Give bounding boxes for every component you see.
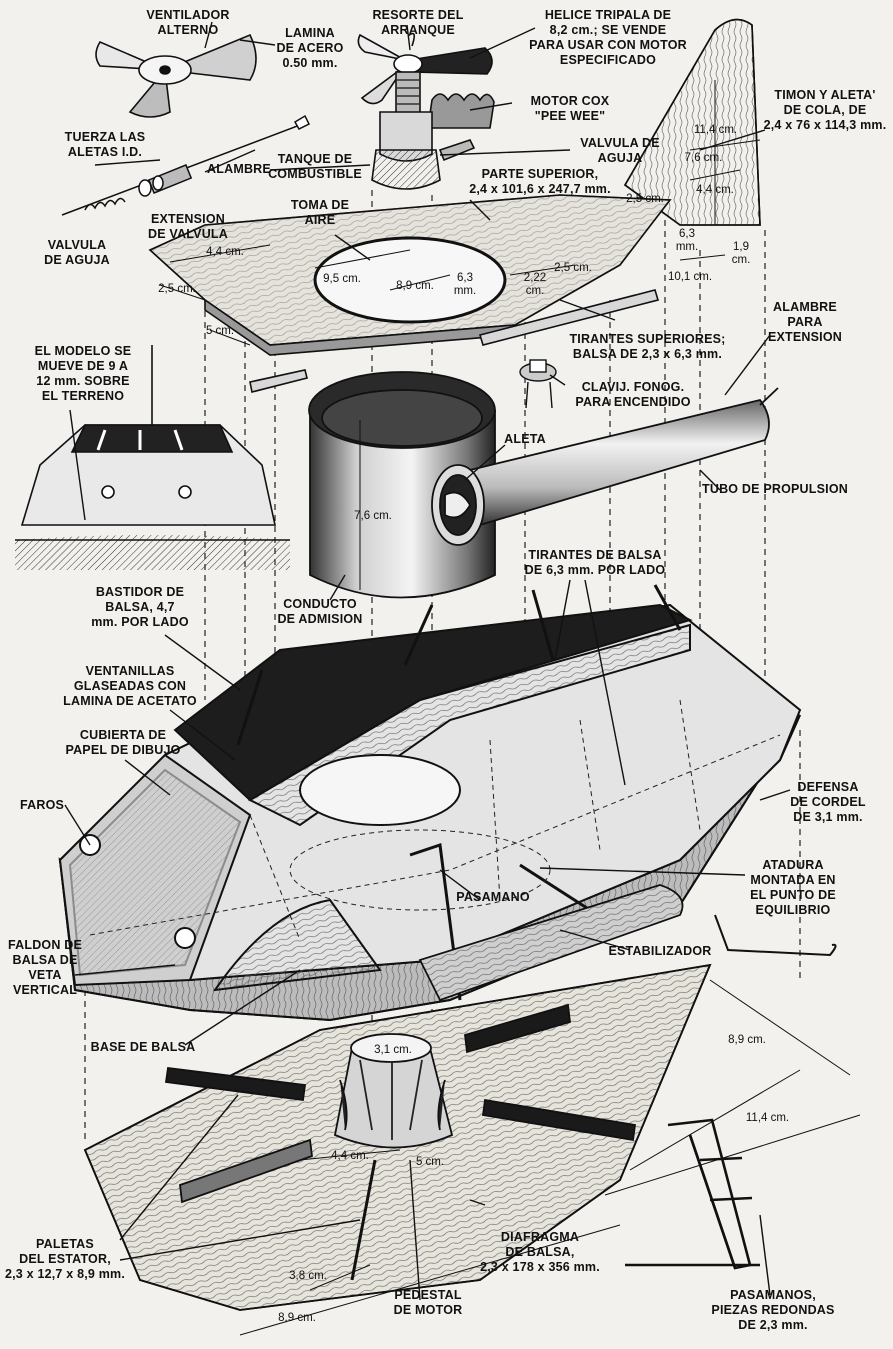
dim-6-3-tail: 6,3 mm.	[675, 228, 699, 253]
hover-side-view	[15, 345, 290, 570]
label-paletas: PALETAS DEL ESTATOR, 2,3 x 12,7 x 8,9 mm…	[4, 1237, 126, 1281]
dim-1-9: 1,9 cm.	[731, 241, 751, 266]
label-aleta: ALETA	[504, 432, 546, 446]
dim-7-6-duct: 7,6 cm.	[354, 510, 392, 522]
dim-2-5-left: 2,5 cm.	[158, 283, 196, 295]
main-hull	[58, 584, 802, 1022]
label-cubierta: CUBIERTA DE PAPEL DE DIBUJO	[65, 728, 181, 757]
label-tirantes-superiores: TIRANTES SUPERIORES; BALSA DE 2,3 x 6,3 …	[569, 332, 726, 361]
label-tanque: TANQUE DE COMBUSTIBLE	[268, 152, 362, 181]
label-conducto: CONDUCTO DE ADMISION	[277, 597, 363, 626]
dimension-lines	[159, 80, 861, 1336]
label-pedestal: PEDESTAL DE MOTOR	[393, 1288, 463, 1317]
tether-wire	[714, 914, 837, 957]
label-modelo: EL MODELO SE MUEVE DE 9 A 12 mm. SOBRE E…	[34, 344, 132, 403]
label-valvula-aguja-top: VALVULA DE AGUJA	[580, 136, 660, 165]
label-diafragma: DIAFRAGMA DE BALSA, 2,3 x 178 x 356 mm.	[480, 1230, 600, 1274]
label-ventilador: VENTILADOR ALTERNO	[146, 8, 230, 37]
label-tuerza: TUERZA LAS ALETAS I.D.	[64, 130, 146, 159]
label-base-balsa: BASE DE BALSA	[90, 1040, 196, 1054]
label-valvula-aguja-left: VALVULA DE AGUJA	[44, 238, 110, 267]
label-extension-valvula: EXTENSION DE VALVULA	[147, 212, 228, 241]
alternate-fan	[95, 33, 257, 118]
label-toma-aire: TOMA DE AIRE	[290, 198, 350, 227]
propulsion-tube	[431, 387, 779, 546]
label-lamina: LAMINA DE ACERO 0.50 mm.	[276, 26, 344, 70]
label-parte-superior: PARTE SUPERIOR, 2,4 x 101,6 x 247,7 mm.	[469, 167, 611, 196]
dim-10-1: 10,1 cm.	[667, 271, 713, 283]
handrail-pieces	[625, 1118, 760, 1270]
label-resorte: RESORTE DEL ARRANQUE	[372, 8, 464, 37]
label-faldon: FALDON DE BALSA DE VETA VERTICAL	[7, 938, 83, 997]
label-tubo: TUBO DE PROPULSION	[702, 482, 848, 496]
dim-4-4-tail: 4,4 cm.	[696, 184, 734, 196]
dim-3-8: 3,8 cm.	[289, 1270, 327, 1282]
dim-4-4-bottom: 4,4 cm.	[331, 1150, 369, 1162]
dim-11-4-right: 11,4 cm.	[745, 1112, 790, 1124]
top-deck	[148, 194, 672, 393]
label-helice: HELICE TRIPALA DE 8,2 cm.; SE VENDE PARA…	[529, 8, 687, 67]
dim-8-9-top: 8,9 cm.	[396, 280, 434, 292]
dim-2-5-mid: 2,5 cm.	[554, 262, 592, 274]
hull-hidden-lines	[89, 699, 781, 941]
label-defensa: DEFENSA DE CORDEL DE 3,1 mm.	[790, 780, 866, 824]
ignition-plug	[519, 359, 557, 409]
label-motor-cox: MOTOR COX "PEE WEE"	[530, 94, 610, 123]
stabilizer	[418, 884, 684, 1001]
dim-5-bottom: 5 cm.	[415, 1156, 445, 1168]
dim-8-9-bottom: 8,9 cm.	[278, 1312, 316, 1324]
dim-7-6-tail: 7,6 cm.	[684, 152, 723, 164]
tail-fin	[623, 18, 761, 226]
dim-4-4-top: 4,4 cm.	[206, 246, 244, 258]
diaphragm	[83, 963, 712, 1311]
dim-6-3-mid: 6,3 mm.	[453, 272, 477, 297]
dim-9-5: 9,5 cm.	[323, 273, 361, 285]
label-pasamanos: PASAMANOS, PIEZAS REDONDAS DE 2,3 mm.	[711, 1288, 835, 1332]
label-alambre: ALAMBRE	[207, 162, 271, 176]
dim-3-1: 3,1 cm.	[374, 1044, 412, 1056]
valve-extension	[61, 114, 311, 216]
label-clavij: CLAVIJ. FONOG. PARA ENCENDIDO	[575, 380, 691, 409]
intake-duct	[308, 371, 496, 599]
dim-2-22: 2,22 cm.	[523, 272, 547, 297]
label-atadura: ATADURA MONTADA EN EL PUNTO DE EQUILIBRI…	[750, 858, 836, 917]
label-timon: TIMON Y ALETA' DE COLA, DE 2,4 x 76 x 11…	[763, 88, 887, 132]
label-tirantes-balsa: TIRANTES DE BALSA DE 6,3 mm. POR LADO	[524, 548, 666, 577]
dim-5: 5 cm.	[205, 325, 235, 337]
label-faros: FAROS	[19, 798, 65, 812]
dim-11-4-tail: 11,4 cm.	[693, 124, 738, 136]
dim-2-5-tail: 2,5 cm.	[626, 193, 664, 205]
label-bastidor: BASTIDOR DE BALSA, 4,7 mm. POR LADO	[91, 585, 189, 629]
label-estabilizador: ESTABILIZADOR	[608, 944, 712, 958]
label-ventanillas: VENTANILLAS GLASEADAS CON LAMINA DE ACET…	[63, 664, 197, 708]
label-alambre-extension: ALAMBRE PARA EXTENSION	[767, 300, 843, 344]
dim-8-9-right: 8,9 cm.	[728, 1034, 766, 1046]
label-pasamano: PASAMANO	[456, 890, 530, 904]
leader-lines	[64, 21, 791, 1301]
